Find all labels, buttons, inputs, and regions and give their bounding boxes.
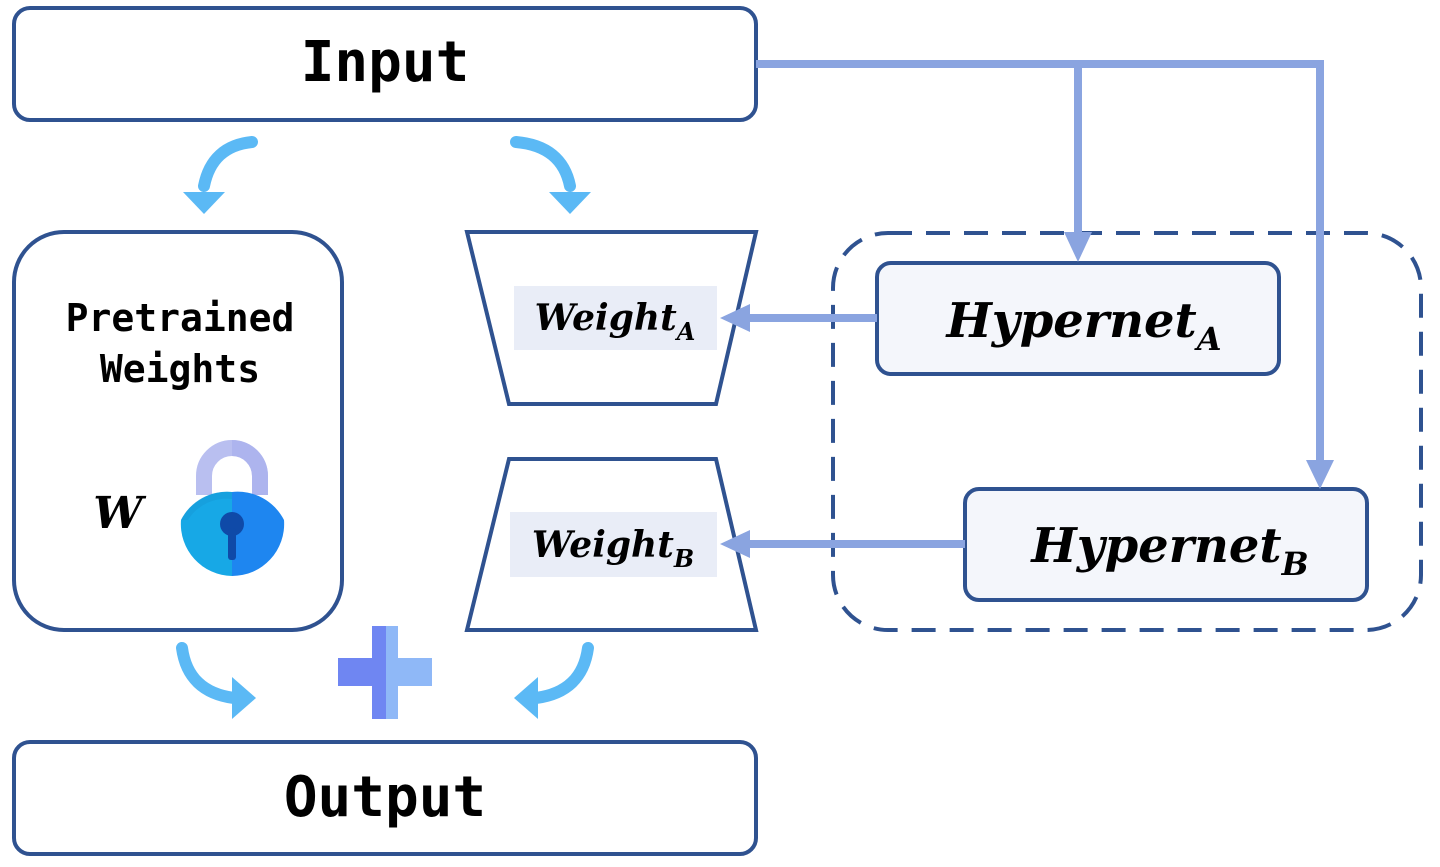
curved-arrow-weight-b-to-output (514, 642, 594, 719)
pretrained-title-line2: Weights (100, 347, 260, 391)
weight-a-label-bg (514, 286, 717, 350)
hypernet-b-box: HypernetB (963, 487, 1369, 602)
weight-a-block: WeightA (464, 230, 759, 406)
lock-icon (180, 440, 285, 577)
curved-arrow-input-to-pretrained (183, 136, 258, 214)
curved-arrow-input-to-weight-a (510, 136, 591, 214)
curved-arrow-pretrained-to-output (176, 642, 256, 719)
weight-b-label-bg (510, 512, 717, 577)
weight-b-block: WeightB (464, 457, 759, 632)
input-box: Input (12, 6, 758, 122)
connector-input-trunk (756, 60, 1324, 462)
arrowhead-to-weight-b (720, 530, 750, 558)
input-label: Input (301, 30, 470, 95)
arrowhead-to-hypernet-b (1306, 460, 1334, 489)
hypernet-a-label: HypernetA (944, 293, 1221, 358)
pretrained-weights-box: Pretrained Weights W (12, 230, 344, 632)
output-box: Output (12, 740, 758, 856)
weight-a-label: WeightA (535, 297, 696, 346)
weight-b-label: WeightB (532, 524, 694, 573)
input-to-hypernet-connectors (756, 60, 1324, 462)
arrowhead-to-weight-a (720, 304, 750, 332)
pretrained-title-line1: Pretrained (66, 296, 295, 340)
hypernet-a-box: HypernetA (875, 261, 1281, 376)
plus-icon (338, 626, 432, 719)
arrowhead-to-hypernet-a (1064, 232, 1092, 262)
output-label: Output (284, 765, 486, 830)
pretrained-symbol-w: W (93, 488, 147, 539)
hypernet-b-label: HypernetB (1029, 518, 1308, 583)
hypernet-group-border (831, 231, 1423, 632)
